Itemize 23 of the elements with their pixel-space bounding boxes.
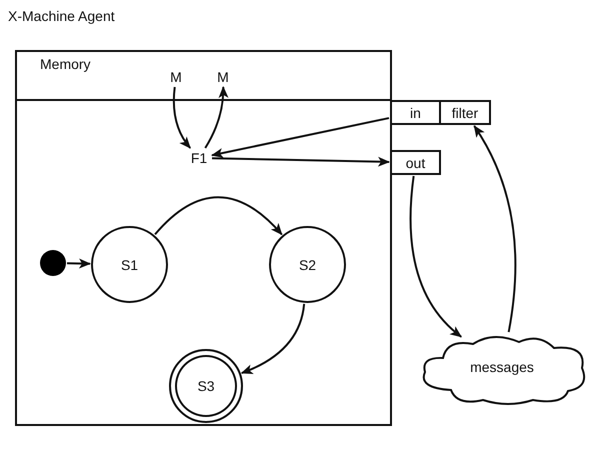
arrow — [410, 176, 462, 338]
arrow — [211, 117, 390, 158]
diagram-title: X-Machine Agent — [8, 8, 115, 24]
arrow — [204, 86, 228, 149]
arrow — [473, 125, 516, 332]
arrow — [172, 86, 191, 149]
agent-frame — [15, 50, 392, 426]
port-box: in — [390, 100, 441, 125]
node-label: M — [215, 68, 231, 86]
start-dot — [40, 250, 66, 276]
port-box: out — [390, 150, 441, 175]
state-label: S3 — [197, 378, 215, 394]
state-label: S2 — [298, 256, 316, 272]
arrow — [212, 156, 390, 167]
arrow — [154, 196, 283, 236]
state-label: S1 — [120, 256, 138, 272]
arrow — [66, 258, 91, 268]
port-box: filter — [439, 100, 491, 125]
section-heading: Memory — [40, 56, 91, 72]
cloud-label: messages — [470, 359, 534, 375]
node-label: F1 — [187, 149, 211, 167]
arrow — [240, 304, 306, 374]
node-label: M — [168, 68, 184, 86]
